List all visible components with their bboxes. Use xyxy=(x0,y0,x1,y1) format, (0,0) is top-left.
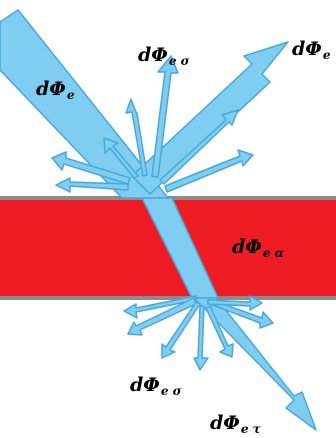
scattered-bottom-flux-label: dΦe σ xyxy=(130,374,182,398)
scattered-arrows-bottom xyxy=(123,295,274,371)
refracted-beam-in-layer xyxy=(141,197,219,299)
scattered-top-flux-label: dΦe σ xyxy=(138,44,190,68)
reflected-flux-label: dΦe xyxy=(292,38,331,62)
absorbed-flux-label: dΦe α xyxy=(232,236,284,260)
reflected-beam xyxy=(131,41,289,195)
transmitted-beam xyxy=(193,297,317,431)
scattered-arrows-top xyxy=(51,55,254,193)
incident-flux-label: dΦe xyxy=(36,78,75,102)
transmitted-flux-label: dΦe τ xyxy=(210,412,261,436)
